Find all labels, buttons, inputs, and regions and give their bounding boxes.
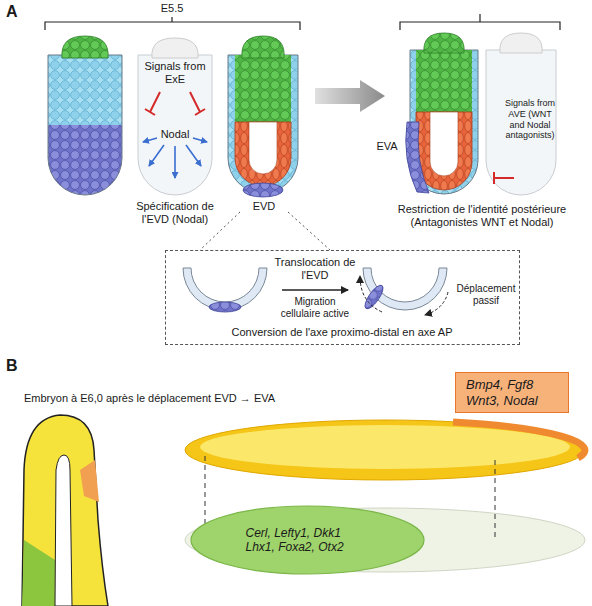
illustration-part (228, 55, 298, 193)
inset-text: Déplacement passif (455, 283, 517, 307)
illustration-part (48, 55, 122, 195)
illustration-part (186, 145, 201, 166)
illustration-part (149, 145, 164, 166)
inset-text: Conversion de l'axe proximo-distal en ax… (166, 326, 518, 339)
illustration-part (235, 55, 291, 123)
illustration-part (209, 302, 241, 312)
illustration-part (242, 36, 284, 58)
ellipse-shape (191, 506, 424, 574)
illustration-part (500, 33, 542, 53)
inset-text: Migration cellulaire active (276, 296, 354, 320)
illustration-part (282, 289, 348, 291)
illustration-part (453, 422, 585, 458)
gene-ellipse: Cerl, Lefty1, Dkk1 Lhx1, Foxa2, Otx2 (190, 505, 425, 575)
inset-text: Translocation de l'EVD (273, 256, 357, 282)
illustration-part (48, 55, 122, 200)
illustration-part (45, 17, 300, 30)
illustration-part (193, 138, 207, 142)
step-caption: Restriction de l'identité postérieure (A… (393, 203, 571, 229)
illustration-part (48, 125, 122, 200)
gene-list: Cerl, Lefty1, Dkk1 Lhx1, Foxa2, Otx2 (246, 526, 370, 555)
embryo-eva (406, 33, 478, 194)
illustration-part (190, 92, 205, 115)
tissue-label: EVA (368, 140, 406, 153)
illustration-part (243, 183, 283, 197)
illustration-part (416, 50, 472, 112)
illustration-part (80, 460, 99, 502)
signal-label: Signals from AVE (WNT and Nodal antagoni… (500, 98, 560, 141)
illustration-part (360, 276, 382, 312)
transition-arrow (315, 80, 385, 112)
illustration-part (235, 122, 291, 186)
illustration-part (406, 122, 429, 193)
ghost-embryo (138, 38, 212, 195)
illustration-part (185, 420, 585, 480)
signal-label: Nodal (155, 128, 195, 141)
step-caption: Spécification de l'EVD (Nodal) (122, 200, 228, 226)
illustration-part (400, 14, 560, 30)
illustration-part (22, 415, 108, 606)
illustration-part (424, 33, 464, 53)
illustration-part (174, 146, 176, 178)
illustration-part (48, 55, 122, 125)
illustration-part (362, 283, 386, 312)
illustration-part (55, 455, 72, 606)
illustration-part (494, 172, 514, 184)
illustration-part (425, 292, 448, 315)
illustration-part (430, 112, 458, 176)
zoom-lines (200, 212, 330, 250)
illustration-part (138, 55, 212, 195)
illustration-part (143, 138, 207, 178)
time-bracket (45, 14, 560, 30)
inset-panel: Translocation de l'EVD Migration cellulai… (165, 250, 520, 345)
illustration-part (145, 92, 205, 115)
panel-letter: A (6, 2, 30, 21)
stage-label: E5.5 (150, 2, 194, 15)
illustration-part (143, 138, 157, 142)
embryo-e60 (22, 415, 108, 606)
embryo-evd (228, 36, 298, 197)
illustration-part (145, 92, 160, 115)
panel-caption: Embryon à E6,0 après le déplacement EVD … (24, 392, 314, 405)
illustration-part (200, 425, 570, 469)
illustration-part (62, 36, 108, 58)
illustration-part (152, 38, 198, 58)
panel-letter: B (6, 356, 30, 375)
illustration-part (416, 112, 472, 190)
gene-list: Bmp4, Fgf8 Wnt3, Nodal (466, 377, 558, 408)
illustration-part (249, 122, 277, 174)
tissue-label: EVD (248, 200, 280, 213)
gene-box: Bmp4, Fgf8 Wnt3, Nodal (455, 372, 569, 413)
signal-label: Signals from ExE (140, 60, 210, 86)
embryo-e55 (48, 36, 122, 200)
illustration-part (288, 212, 330, 250)
illustration-part (22, 540, 55, 606)
